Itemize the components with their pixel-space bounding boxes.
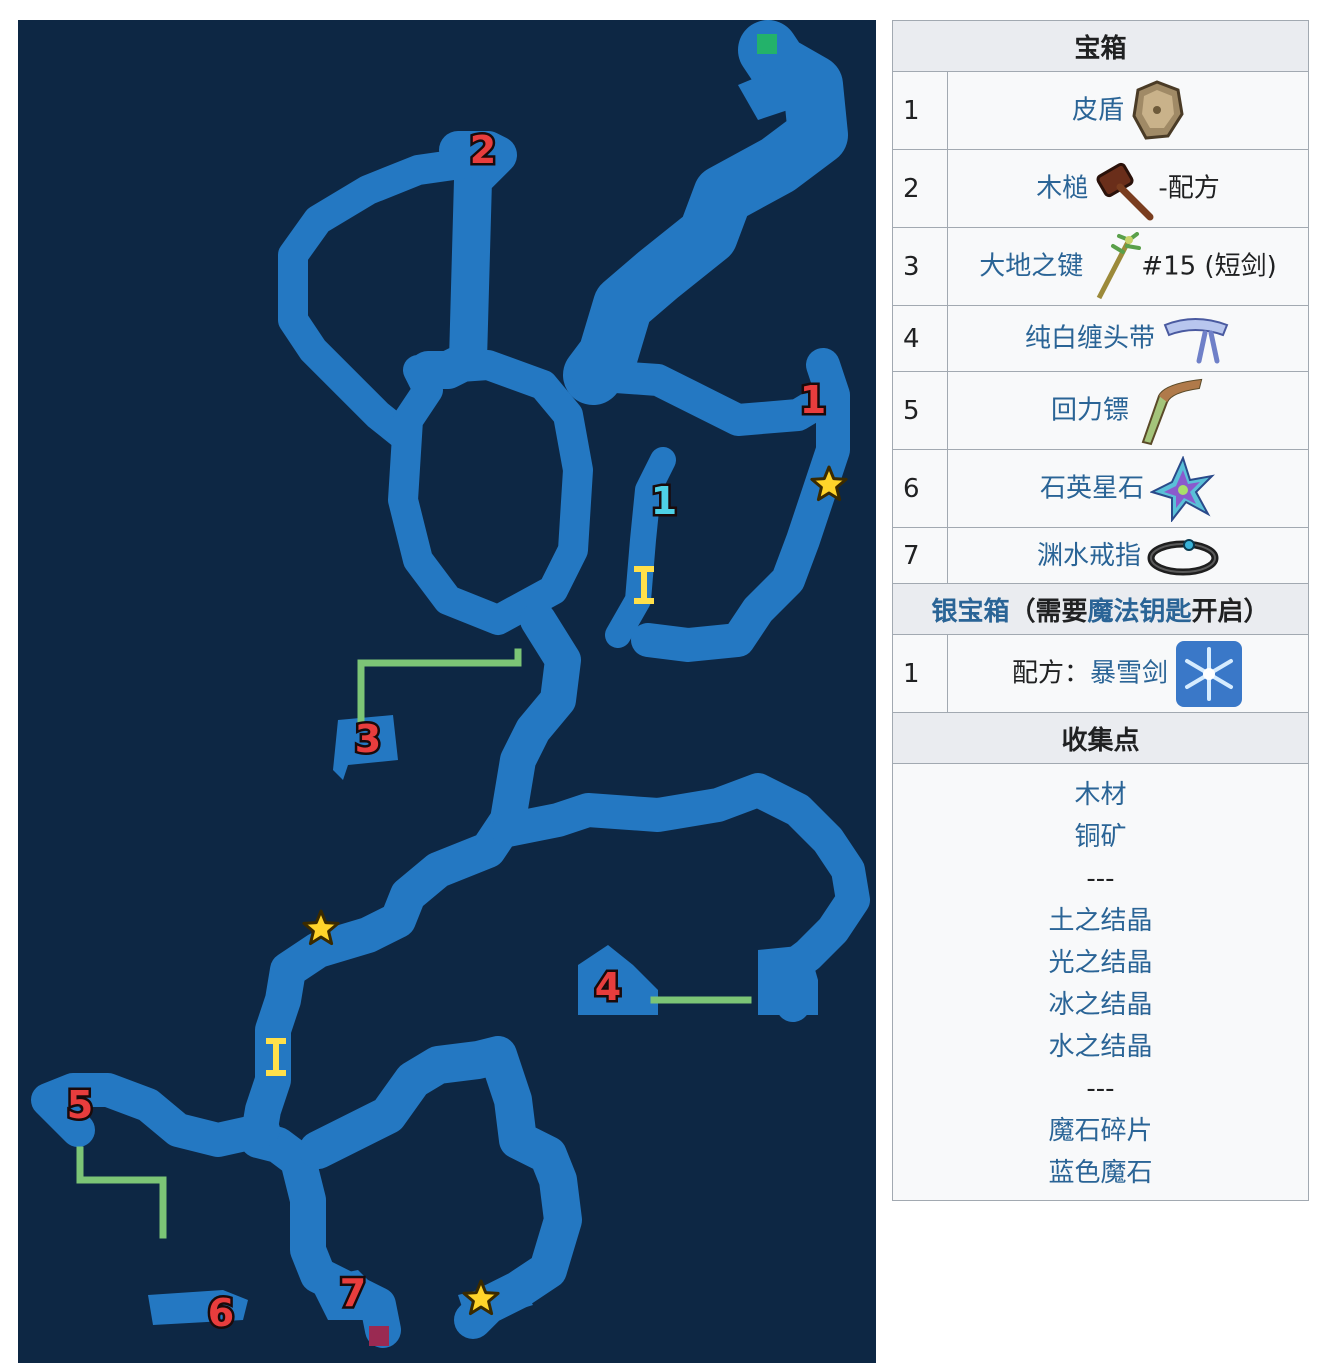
chest-marker: 4 [595, 965, 621, 1009]
chest-marker: 6 [208, 1291, 234, 1335]
collect-header: 收集点 [892, 712, 1309, 764]
map-exit-marker [369, 1326, 389, 1346]
star-marker-middle [302, 909, 340, 946]
star-marker-east [810, 465, 848, 502]
treasure-row: 7 渊水戒指 [892, 527, 1309, 584]
chest-marker: 2 [470, 128, 496, 172]
collect-item-link[interactable]: 冰之结晶 [1048, 990, 1153, 1020]
chest-marker: 1 [800, 378, 826, 422]
silver-chest-marker: 1 [651, 479, 677, 523]
treasure-row: 1 皮盾 [892, 71, 1309, 150]
white-headband-icon [1163, 317, 1229, 363]
collect-item-link[interactable]: 魔石碎片 [1048, 1116, 1153, 1146]
connector-chest-3 [357, 648, 522, 724]
collect-item-link[interactable]: 水之结晶 [1048, 1032, 1153, 1062]
chest-markers: 2 1 3 4 5 6 7 1 [64, 126, 828, 1338]
treasure-index: 5 [892, 371, 948, 450]
silver-paren-open: （需要 [1009, 596, 1088, 627]
silver-item-link[interactable]: 暴雪剑 [1090, 658, 1169, 688]
treasure-suffix: -配方 [1158, 173, 1220, 203]
silver-prefix: 配方： [1011, 658, 1090, 688]
silver-index: 1 [892, 634, 948, 713]
cave-chambers [148, 60, 818, 1325]
treasure-row: 5 回力镖 [892, 371, 1309, 450]
connector-chest-5-6 [76, 1146, 167, 1239]
collect-separator: --- [1086, 1074, 1115, 1104]
treasure-index: 1 [892, 71, 948, 150]
gate-south [266, 1038, 286, 1076]
magic-key-link[interactable]: 魔法钥匙 [1087, 596, 1192, 627]
treasure-link[interactable]: 大地之键 [979, 251, 1084, 281]
quartz-star-icon [1150, 455, 1215, 522]
collect-item-link[interactable]: 蓝色魔石 [1048, 1158, 1153, 1188]
treasure-header-row: 宝箱 [892, 20, 1309, 72]
treasure-link[interactable]: 渊水戒指 [1036, 540, 1141, 571]
map-entrance-marker [757, 34, 777, 54]
blizzard-sword-icon [1176, 640, 1243, 707]
abyss-ring-icon [1147, 539, 1219, 576]
silver-header-row: 银宝箱（需要魔法钥匙开启） [892, 583, 1309, 635]
wooden-mallet-icon [1096, 162, 1154, 220]
collect-item-link[interactable]: 铜矿 [1074, 822, 1127, 852]
chest-marker: 3 [355, 717, 381, 761]
star-markers [302, 465, 848, 1316]
dungeon-map: 2 1 3 4 5 6 7 1 [18, 20, 876, 1363]
treasure-row: 2 木槌 -配方 [892, 149, 1309, 228]
earth-key-icon [1097, 231, 1142, 299]
boomerang-icon [1141, 378, 1203, 445]
star-marker-south [462, 1279, 500, 1316]
collect-item-link[interactable]: 木材 [1074, 780, 1127, 810]
silver-paren-close: 开启） [1191, 596, 1270, 627]
treasure-row: 3 大地之键 #15 (短剑) [892, 227, 1309, 306]
collect-separator: --- [1086, 864, 1115, 894]
collect-header-row: 收集点 [892, 712, 1309, 764]
connector-lines [76, 648, 752, 1239]
treasure-index: 3 [892, 227, 948, 306]
cave-paths [31, 20, 870, 1348]
leather-shield-icon [1132, 79, 1184, 140]
silver-row: 1 配方：暴雪剑 [892, 634, 1309, 713]
treasure-index: 2 [892, 149, 948, 228]
treasure-index: 4 [892, 305, 948, 372]
collect-row: 木材 铜矿 --- 土之结晶 光之结晶 冰之结晶 水之结晶 --- 魔石碎片 蓝… [892, 763, 1309, 1201]
silver-chest-link[interactable]: 银宝箱 [931, 596, 1010, 627]
chest-marker: 7 [340, 1271, 366, 1315]
treasure-link[interactable]: 石英星石 [1039, 473, 1144, 503]
gates [266, 566, 654, 1076]
treasure-header: 宝箱 [892, 20, 1309, 72]
chest-marker: 5 [67, 1083, 93, 1127]
treasure-suffix: #15 (短剑) [1141, 251, 1277, 281]
info-table: 宝箱 1 皮盾 2 木槌 -配方 3 大地之键 #15 (短剑) 4 纯白缠头带 5… [892, 20, 1309, 1201]
treasure-link[interactable]: 回力镖 [1050, 395, 1129, 425]
gate-north [634, 566, 654, 604]
treasure-row: 4 纯白缠头带 [892, 305, 1309, 372]
map-background [18, 20, 876, 1363]
treasure-link[interactable]: 木槌 [1036, 173, 1089, 203]
treasure-link[interactable]: 纯白缠头带 [1024, 323, 1155, 353]
treasure-index: 7 [892, 527, 948, 584]
silver-header: 银宝箱（需要魔法钥匙开启） [892, 583, 1309, 635]
treasure-row: 6 石英星石 [892, 449, 1309, 528]
treasure-index: 6 [892, 449, 948, 528]
treasure-link[interactable]: 皮盾 [1071, 95, 1124, 125]
collect-item-link[interactable]: 光之结晶 [1048, 948, 1153, 978]
collect-item-link[interactable]: 土之结晶 [1048, 906, 1153, 936]
